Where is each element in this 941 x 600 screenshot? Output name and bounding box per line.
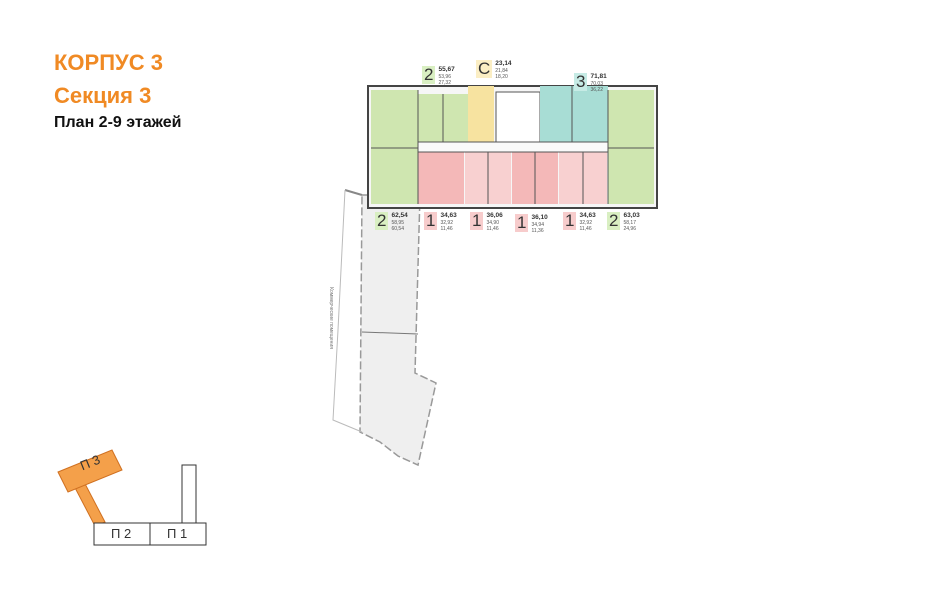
section-title: Секция 3 [54,83,152,108]
total-area: 71,81 [590,73,607,80]
total-area: 62,54 [391,212,408,219]
living-area: 58,17 [623,220,636,226]
room-count: С [476,59,493,78]
apartment-1-a[interactable] [418,152,464,204]
room-area: 24,96 [623,226,636,232]
living-area: 58,95 [391,220,404,226]
living-area: 53,96 [438,74,451,80]
key-section-p2[interactable]: П 2 [111,526,132,541]
corridor [418,142,608,152]
total-area: 36,06 [486,212,503,219]
key-section-p1[interactable]: П 1 [167,526,188,541]
room-count: 1 [563,211,577,230]
room-count: 1 [515,213,529,232]
room-count: 2 [607,211,621,230]
room-area: 36,22 [590,87,603,93]
total-area: 34,63 [579,212,596,219]
living-area: 32,92 [579,220,592,226]
room-area: 60,54 [391,226,404,232]
room-count: 1 [470,211,484,230]
living-area: 34,90 [486,220,499,226]
total-area: 36,10 [531,214,548,221]
room-count: 2 [422,65,436,84]
apartment-studio[interactable] [468,86,494,142]
building-title: КОРПУС 3 [54,50,163,75]
apartment-2-right[interactable] [608,90,654,204]
commercial-label: Коммерческие помещения [327,287,334,349]
apartment-2-left[interactable] [371,90,418,204]
room-area: 11,46 [486,226,499,232]
living-area: 32,92 [440,220,453,226]
room-area: 18,20 [495,74,508,80]
room-area: 11,36 [531,228,544,234]
total-area: 34,63 [440,212,457,219]
room-count: 3 [574,72,588,91]
total-area: 55,67 [438,66,455,73]
commercial-space[interactable] [359,194,437,467]
room-area: 27,32 [438,80,451,86]
living-area: 21,84 [495,68,508,74]
floor-range-title: План 2-9 этажей [54,114,182,131]
apartment-3[interactable] [540,86,608,142]
stairwell [495,91,541,143]
total-area: 23,14 [495,60,512,67]
room-area: 11,46 [440,226,453,232]
living-area: 34,94 [531,222,544,228]
room-count: 2 [375,211,389,230]
room-count: 1 [424,211,438,230]
total-area: 63,03 [623,212,640,219]
room-area: 11,46 [579,226,592,232]
living-area: 70,03 [590,81,603,87]
section-key-map [57,449,207,546]
